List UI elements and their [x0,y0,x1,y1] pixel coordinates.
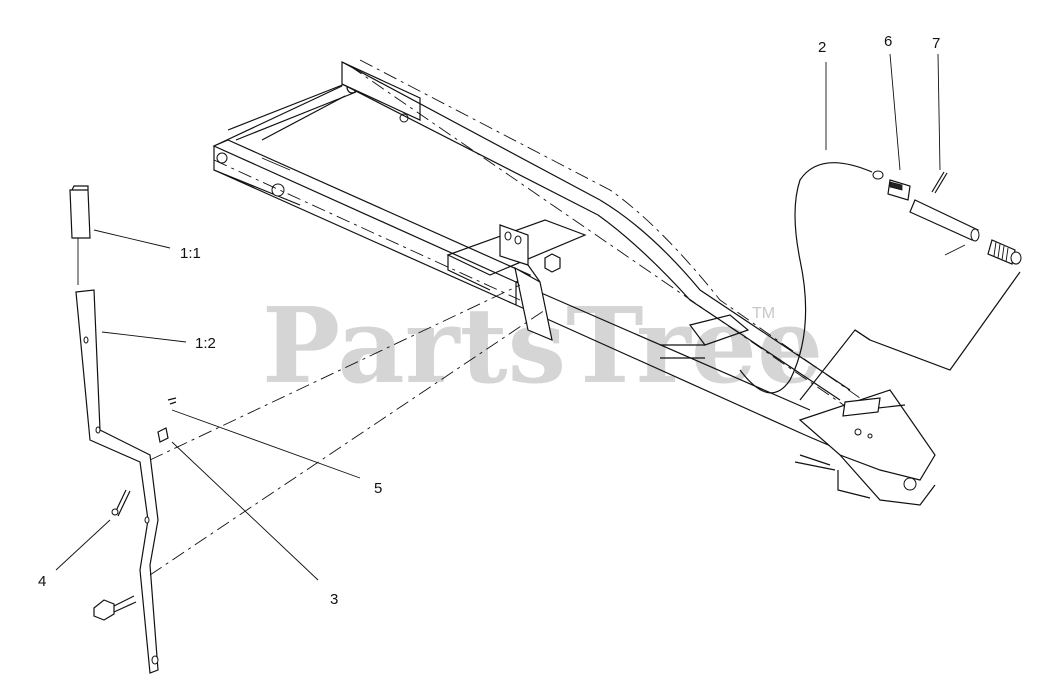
callout-2: 2 [818,39,826,56]
frame-assembly [212,59,936,506]
callout-5: 5 [374,480,382,497]
cable-assembly [739,162,1022,401]
watermark-trademark: TM [752,305,775,322]
callout-leaders [55,53,941,581]
callout-labels: 1:1 1:2 2 3 4 5 6 7 [38,33,940,608]
callout-1-2: 1:2 [195,335,216,352]
callout-3: 3 [330,591,338,608]
callout-4: 4 [38,573,46,590]
callout-6: 6 [884,33,892,50]
callout-7: 7 [932,35,940,52]
callout-1-1: 1:1 [180,245,201,262]
lever-assembly [69,185,546,674]
